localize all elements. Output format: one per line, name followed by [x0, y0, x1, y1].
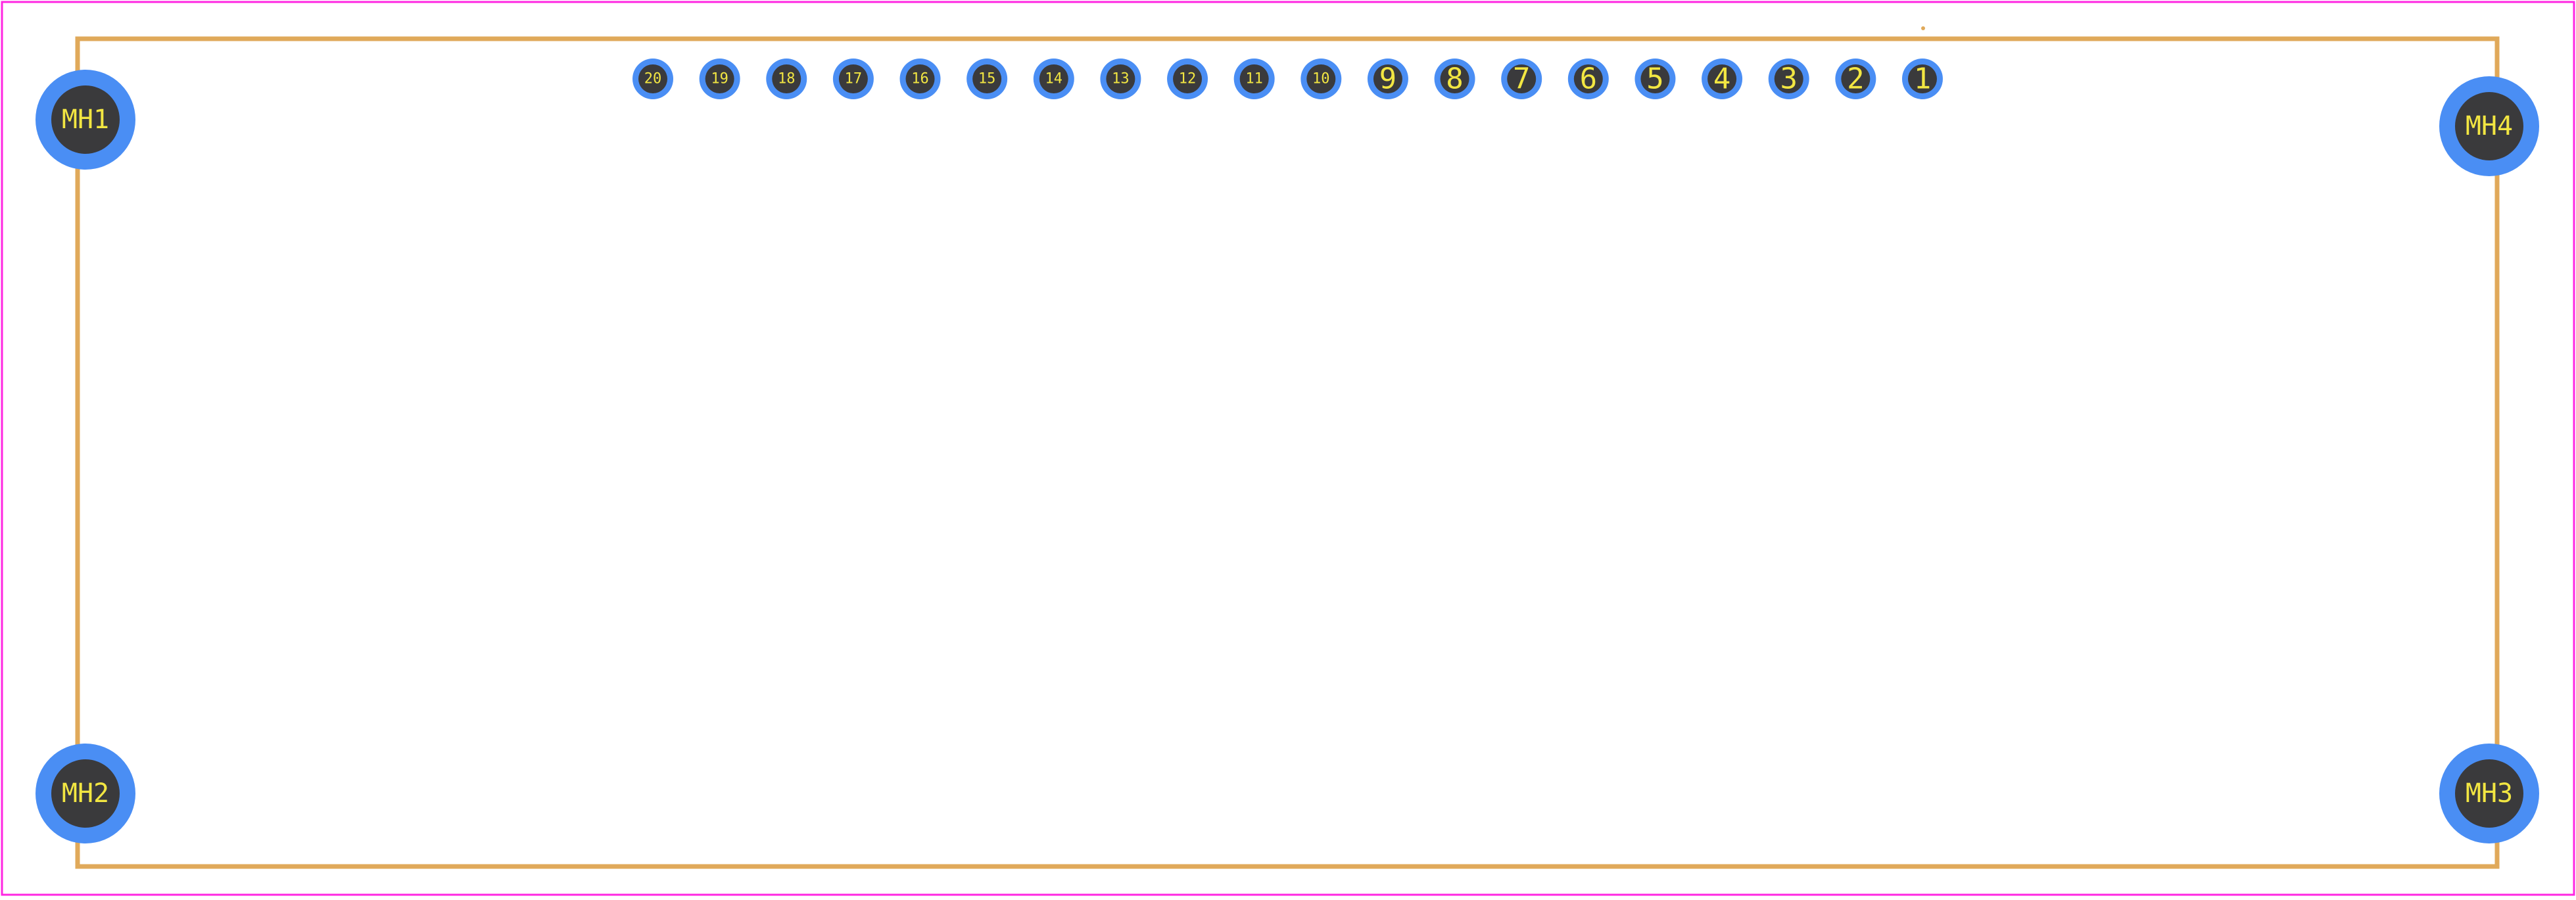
- pin-5[interactable]: 5: [1634, 59, 1676, 99]
- pin-drill: [1573, 64, 1603, 93]
- pin-14[interactable]: 14: [1033, 59, 1074, 99]
- pin-label: 11: [1245, 71, 1263, 87]
- mounting-hole-label: MH1: [62, 105, 109, 135]
- mounting-hole-mh1[interactable]: MH1: [36, 70, 135, 170]
- pin-label: 15: [978, 71, 996, 87]
- pin-drill: [1173, 64, 1203, 93]
- pin-label: 2: [1847, 62, 1865, 96]
- pin-label: 14: [1045, 71, 1063, 87]
- pin-drill: [1239, 64, 1269, 93]
- pin-16[interactable]: 16: [899, 59, 941, 99]
- pin-1[interactable]: 1: [1901, 59, 1943, 99]
- pin-19[interactable]: 19: [699, 59, 740, 99]
- pin-4[interactable]: 4: [1702, 59, 1743, 99]
- pin-drill: [1373, 64, 1402, 93]
- pin-1-marker: [1921, 26, 1925, 30]
- pin-17[interactable]: 17: [832, 59, 874, 99]
- pin-15[interactable]: 15: [966, 59, 1008, 99]
- pin-row: 20 19 18 17 16 15 14 13 12 11 10 9 8 7 6 5 4 3 2 1: [632, 59, 1943, 99]
- pin-label: 12: [1179, 71, 1197, 87]
- pin-drill: [838, 64, 868, 93]
- pin-drill: [972, 64, 1002, 93]
- mounting-hole-drill: [2455, 92, 2523, 160]
- pin-drill: [905, 64, 935, 93]
- pin-3[interactable]: 3: [1768, 59, 1809, 99]
- mounting-hole-mh3[interactable]: MH3: [2439, 744, 2539, 843]
- pin-drill: [1907, 64, 1937, 93]
- pin-7[interactable]: 7: [1501, 59, 1542, 99]
- pin-drill: [1306, 64, 1336, 93]
- pin-label: 9: [1379, 62, 1397, 96]
- mounting-hole-label: MH4: [2466, 111, 2513, 141]
- pin-10[interactable]: 10: [1300, 59, 1342, 99]
- silkscreen-outline: [75, 36, 2500, 869]
- pin-6[interactable]: 6: [1567, 59, 1609, 99]
- pin-drill: [1507, 64, 1537, 93]
- pin-drill: [1774, 64, 1803, 93]
- pin-label: 7: [1513, 62, 1531, 96]
- pin-label: 3: [1780, 62, 1798, 96]
- pin-label: 1: [1914, 62, 1932, 96]
- pin-label: 20: [644, 71, 662, 87]
- pin-drill: [1640, 64, 1670, 93]
- pin-drill: [1707, 64, 1737, 93]
- pin-drill: [1440, 64, 1469, 93]
- pin-18[interactable]: 18: [766, 59, 807, 99]
- pin-label: 18: [778, 71, 796, 87]
- pin-label: 8: [1446, 62, 1464, 96]
- pin-12[interactable]: 12: [1167, 59, 1208, 99]
- pin-label: 4: [1713, 62, 1731, 96]
- mounting-hole-drill: [2455, 759, 2523, 828]
- pin-13[interactable]: 13: [1100, 59, 1141, 99]
- pin-11[interactable]: 11: [1233, 59, 1275, 99]
- pin-label: 19: [711, 71, 728, 87]
- pin-label: 16: [911, 71, 929, 87]
- pin-label: 5: [1646, 62, 1664, 96]
- pin-drill: [772, 64, 801, 93]
- mounting-hole-drill: [51, 85, 120, 154]
- pin-drill: [1039, 64, 1068, 93]
- pin-8[interactable]: 8: [1434, 59, 1475, 99]
- mounting-hole-mh2[interactable]: MH2: [36, 744, 135, 843]
- pin-9[interactable]: 9: [1367, 59, 1408, 99]
- pin-20[interactable]: 20: [632, 59, 673, 99]
- pin-drill: [1106, 64, 1135, 93]
- mounting-hole-label: MH2: [62, 778, 109, 809]
- pin-label: 17: [845, 71, 863, 87]
- pin-label: 13: [1112, 71, 1130, 87]
- mounting-hole-drill: [51, 759, 120, 828]
- pin-drill: [638, 64, 667, 93]
- mounting-hole-label: MH3: [2466, 778, 2513, 809]
- pin-label: 10: [1312, 71, 1330, 87]
- pin-drill: [705, 64, 734, 93]
- pin-2[interactable]: 2: [1835, 59, 1876, 99]
- pin-drill: [1841, 64, 1871, 93]
- mounting-hole-mh4[interactable]: MH4: [2439, 76, 2539, 176]
- pin-label: 6: [1580, 62, 1598, 96]
